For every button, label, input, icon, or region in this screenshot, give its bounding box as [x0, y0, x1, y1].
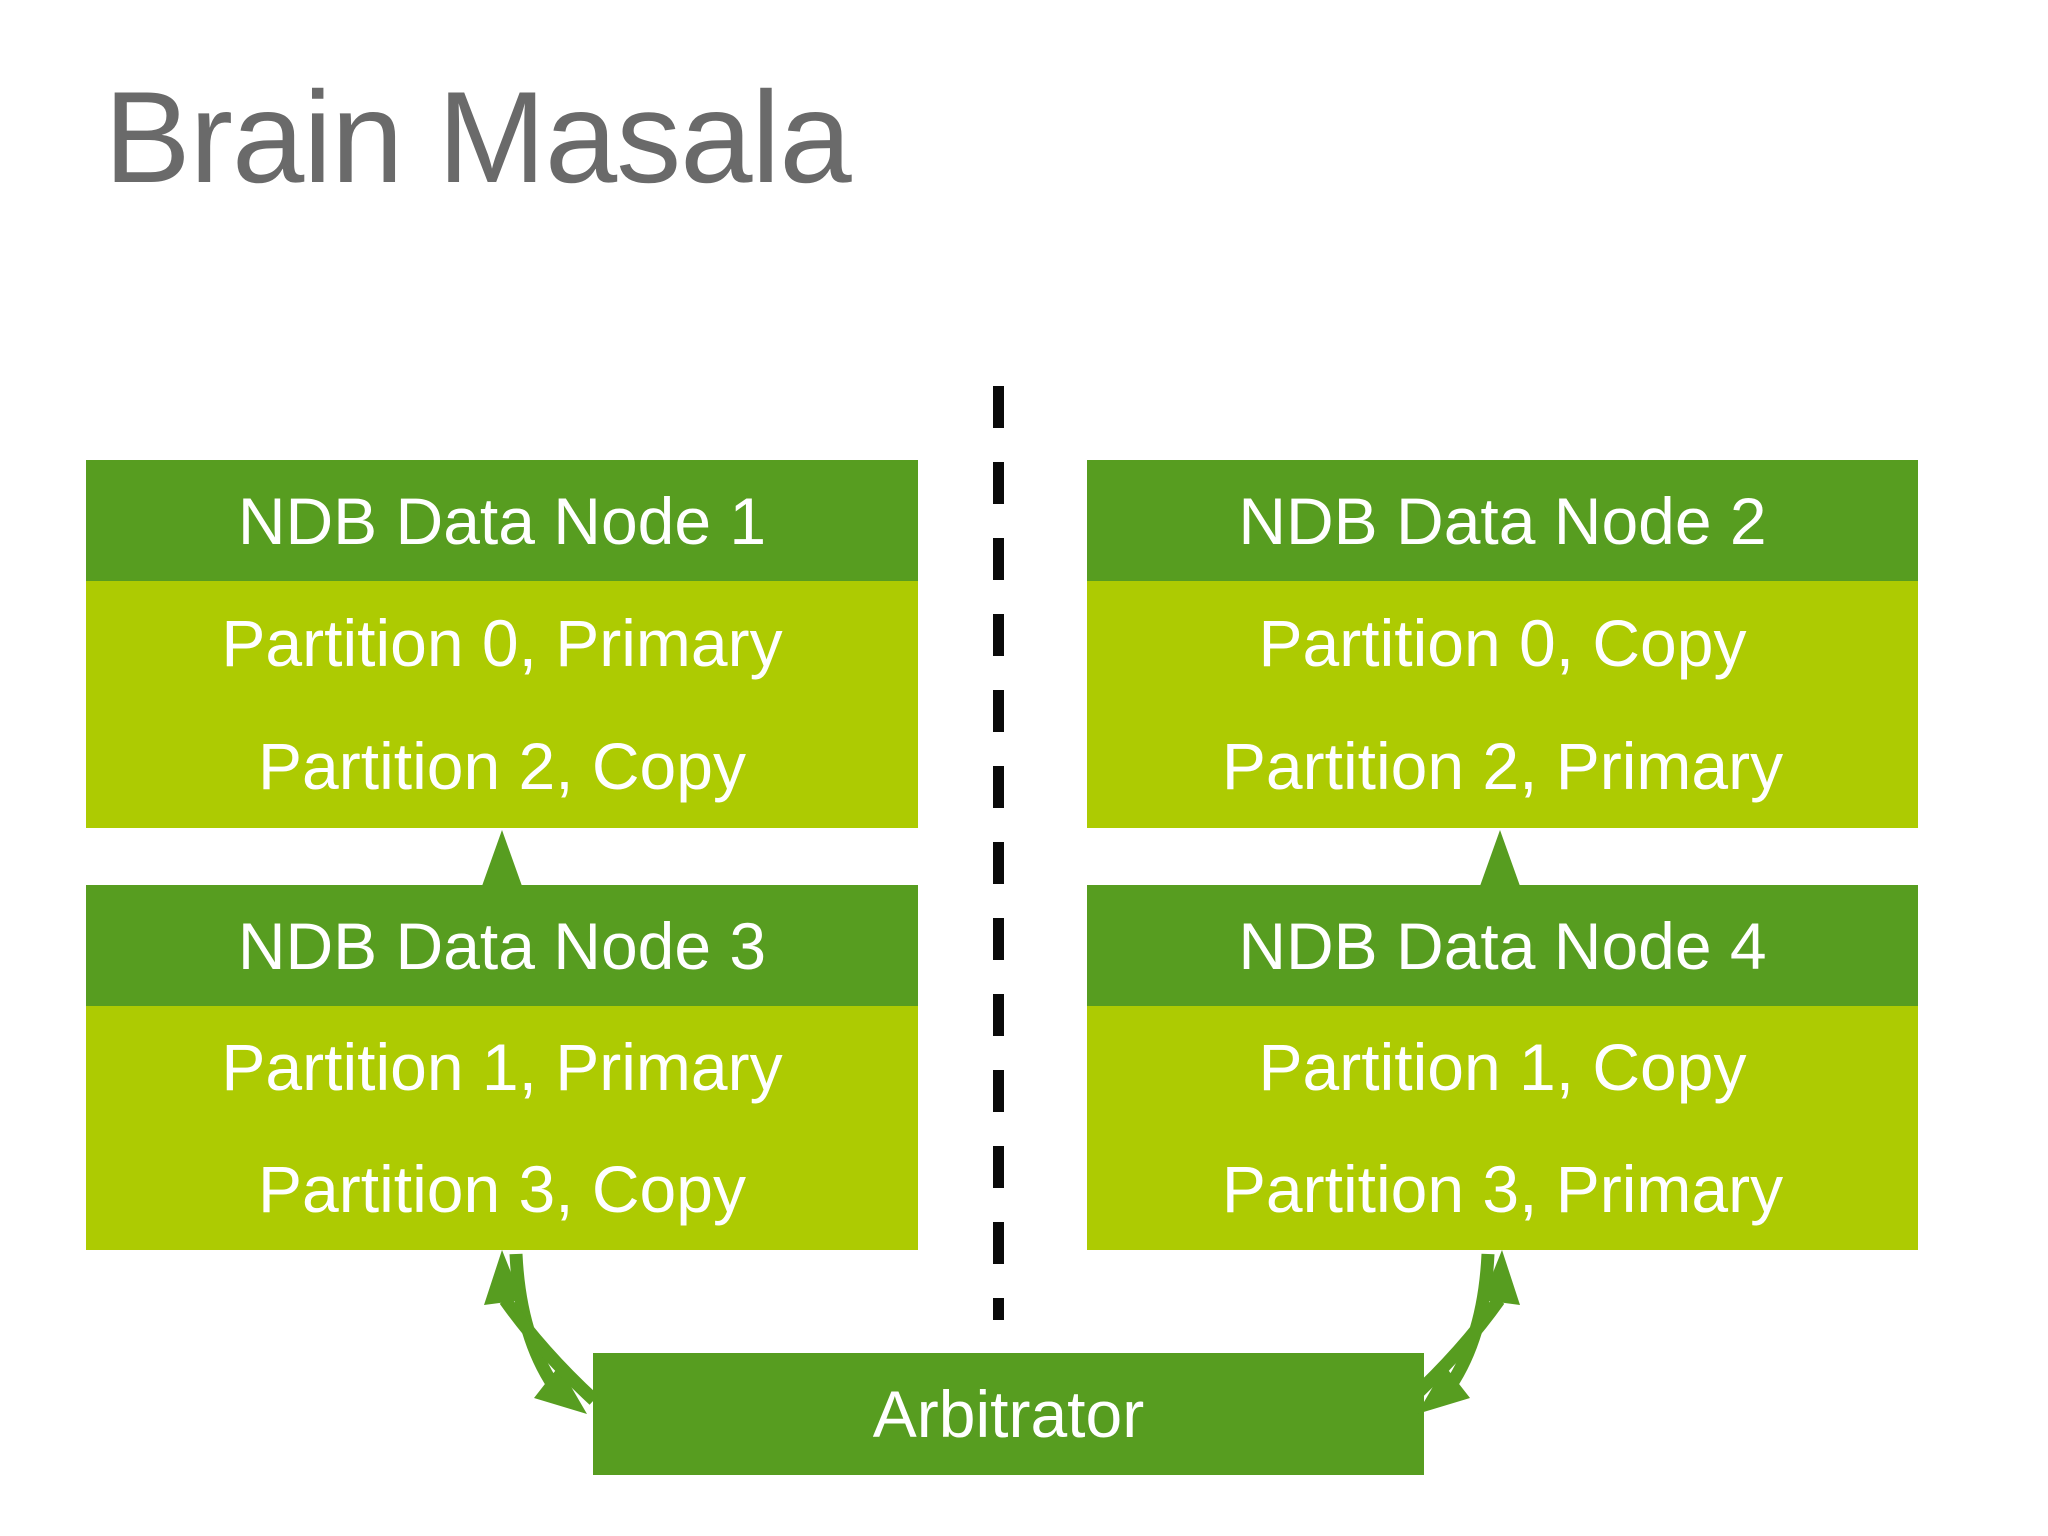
partition-row: Partition 2, Copy	[258, 729, 746, 804]
ndb-data-node-3-header: NDB Data Node 3	[86, 885, 918, 1006]
arrow-curved-node4-to-arbitrator-icon	[1417, 1253, 1495, 1414]
partition-row: Partition 1, Copy	[1258, 1030, 1747, 1104]
arrow-curved-arbitrator-to-node3-icon	[484, 1250, 599, 1405]
partition-row: Partition 0, Copy	[1258, 605, 1747, 680]
partition-row: Partition 2, Primary	[1221, 729, 1784, 804]
partition-row: Partition 3, Copy	[258, 1152, 746, 1226]
ndb-data-node-3-box: NDB Data Node 3 Partition 1, Primary Par…	[86, 885, 918, 1250]
ndb-data-node-1-body: Partition 0, Primary Partition 2, Copy	[86, 581, 918, 828]
ndb-data-node-1-box: NDB Data Node 1 Partition 0, Primary Par…	[86, 460, 918, 828]
ndb-data-node-4-body: Partition 1, Copy Partition 3, Primary	[1087, 1006, 1918, 1250]
ndb-data-node-2-box: NDB Data Node 2 Partition 0, Copy Partit…	[1087, 460, 1918, 828]
ndb-data-node-4-header: NDB Data Node 4	[1087, 885, 1918, 1006]
ndb-data-node-3-body: Partition 1, Primary Partition 3, Copy	[86, 1006, 918, 1250]
arrow-up-node3-to-node1-icon	[482, 830, 522, 886]
node-group-divider-dashed-line	[993, 386, 1004, 1320]
page-title: Brain Masala	[104, 64, 852, 210]
ndb-data-node-2-header: NDB Data Node 2	[1087, 460, 1918, 581]
ndb-data-node-4-box: NDB Data Node 4 Partition 1, Copy Partit…	[1087, 885, 1918, 1250]
partition-row: Partition 0, Primary	[221, 605, 783, 680]
arbitrator-box: Arbitrator	[593, 1353, 1424, 1475]
partition-row: Partition 3, Primary	[1221, 1152, 1784, 1226]
arrow-curved-arbitrator-to-node4-icon	[1405, 1250, 1520, 1405]
partition-row: Partition 1, Primary	[221, 1030, 783, 1104]
arrow-up-node4-to-node2-icon	[1480, 830, 1520, 886]
ndb-data-node-1-header: NDB Data Node 1	[86, 460, 918, 581]
ndb-data-node-2-body: Partition 0, Copy Partition 2, Primary	[1087, 581, 1918, 828]
arrow-curved-node3-to-arbitrator-icon	[509, 1253, 587, 1414]
